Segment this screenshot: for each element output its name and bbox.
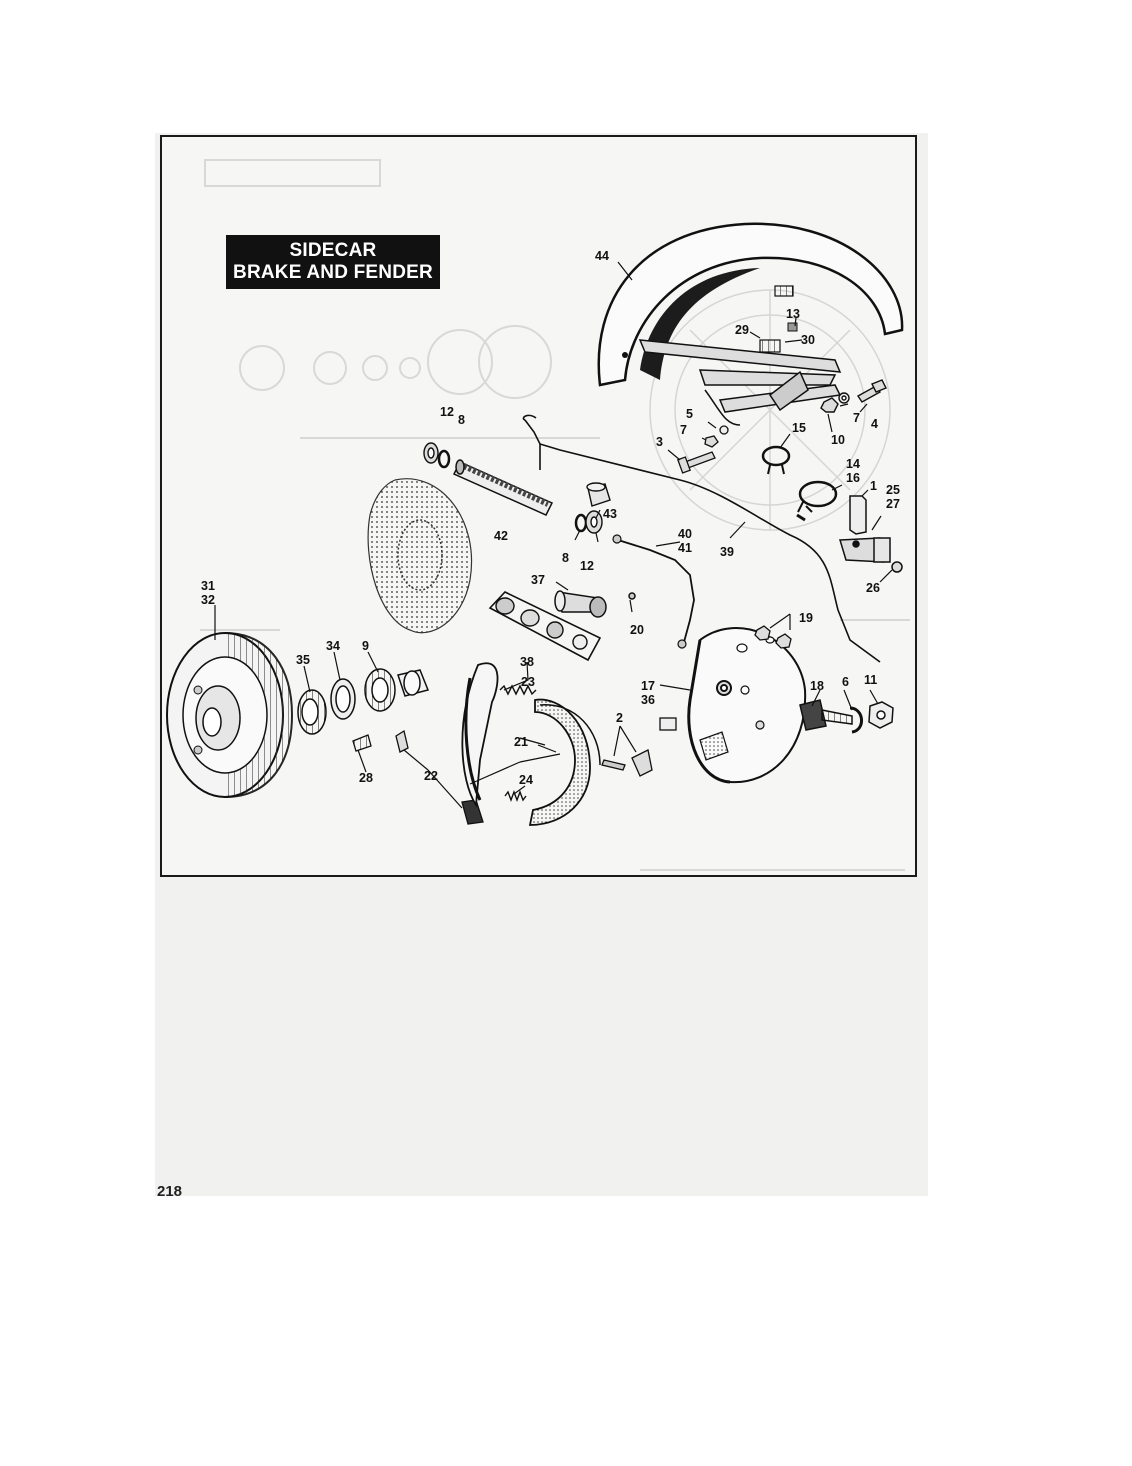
callout-7-right: 7 (853, 411, 860, 425)
callout-39: 39 (720, 545, 734, 559)
callout-40: 40 (678, 527, 692, 541)
bleed-through-ghost (200, 159, 910, 871)
callout-24: 24 (519, 773, 533, 787)
callout-labels: 44 13 29 30 4 7 10 5 7 3 15 12 8 14 16 1… (201, 249, 900, 787)
washers-8-12-lower (574, 510, 603, 534)
bolt-18-washer-6-nut-11 (799, 699, 894, 734)
wheel-cylinder-37 (554, 590, 636, 618)
callout-37: 37 (531, 573, 545, 587)
callout-9: 9 (362, 639, 369, 653)
diagram-title: SIDECAR BRAKE AND FENDER (226, 235, 440, 289)
callout-29: 29 (735, 323, 749, 337)
callout-12-top: 12 (440, 405, 454, 419)
callout-34: 34 (326, 639, 340, 653)
callout-3: 3 (656, 435, 663, 449)
hardware-3-5-7 (677, 425, 729, 474)
brake-drum-31-32 (166, 632, 294, 798)
callout-41: 41 (678, 541, 692, 555)
repair-kit-38 (488, 591, 602, 662)
callout-19: 19 (799, 611, 813, 625)
reflector-29 (759, 339, 781, 353)
backing-plate-17-36 (687, 627, 807, 784)
callout-18: 18 (810, 679, 824, 693)
spring-23 (499, 684, 537, 696)
callout-27: 27 (886, 497, 900, 511)
leader-lines (214, 261, 893, 809)
callout-35: 35 (296, 653, 310, 667)
callout-32: 32 (201, 593, 215, 607)
callout-30: 30 (801, 333, 815, 347)
title-line-2: BRAKE AND FENDER (233, 262, 433, 283)
callout-26: 26 (866, 581, 880, 595)
callout-8-lower: 8 (562, 551, 569, 565)
callout-38: 38 (520, 655, 534, 669)
hose-40-41 (617, 539, 695, 643)
callout-4: 4 (871, 417, 878, 431)
backing-plate-dotted (367, 478, 472, 634)
callout-17: 17 (641, 679, 655, 693)
adjusters-22-28 (352, 729, 484, 825)
axle-42 (452, 459, 554, 516)
callout-16: 16 (846, 471, 860, 485)
callout-21: 21 (514, 735, 528, 749)
parts-2 (601, 717, 677, 777)
brake-line-39 (524, 419, 881, 663)
callout-22: 22 (424, 769, 438, 783)
callout-28: 28 (359, 771, 373, 785)
title-line-1: SIDECAR (289, 240, 377, 261)
hardware-4-7-10 (820, 379, 887, 413)
callout-12-lower: 12 (580, 559, 594, 573)
clamps-14-15-16 (761, 445, 838, 522)
fender-44 (597, 222, 904, 426)
washers-8-12-top (423, 442, 451, 469)
callout-31: 31 (201, 579, 215, 593)
callout-44: 44 (595, 249, 609, 263)
callout-13: 13 (786, 307, 800, 321)
callout-43: 43 (603, 507, 617, 521)
callout-15: 15 (792, 421, 806, 435)
callout-25: 25 (886, 483, 900, 497)
callout-8-top: 8 (458, 413, 465, 427)
callout-42: 42 (494, 529, 508, 543)
callout-2: 2 (616, 711, 623, 725)
callout-7-left: 7 (680, 423, 687, 437)
cap-43 (586, 482, 611, 507)
callout-23: 23 (521, 675, 535, 689)
spring-24 (504, 790, 527, 802)
callout-20: 20 (630, 623, 644, 637)
reflector-13 (774, 285, 794, 297)
callout-5: 5 (686, 407, 693, 421)
callout-11: 11 (864, 673, 877, 687)
callout-1: 1 (870, 479, 877, 493)
callout-10: 10 (831, 433, 845, 447)
callout-36: 36 (641, 693, 655, 707)
bracket-1-25-27 (839, 495, 903, 573)
brake-shoes-21 (461, 662, 601, 826)
bearings-34-35-9 (297, 668, 430, 735)
nuts-19 (754, 625, 792, 649)
callout-14: 14 (846, 457, 860, 471)
callout-6: 6 (842, 675, 849, 689)
page-number: 218 (157, 1183, 183, 1200)
